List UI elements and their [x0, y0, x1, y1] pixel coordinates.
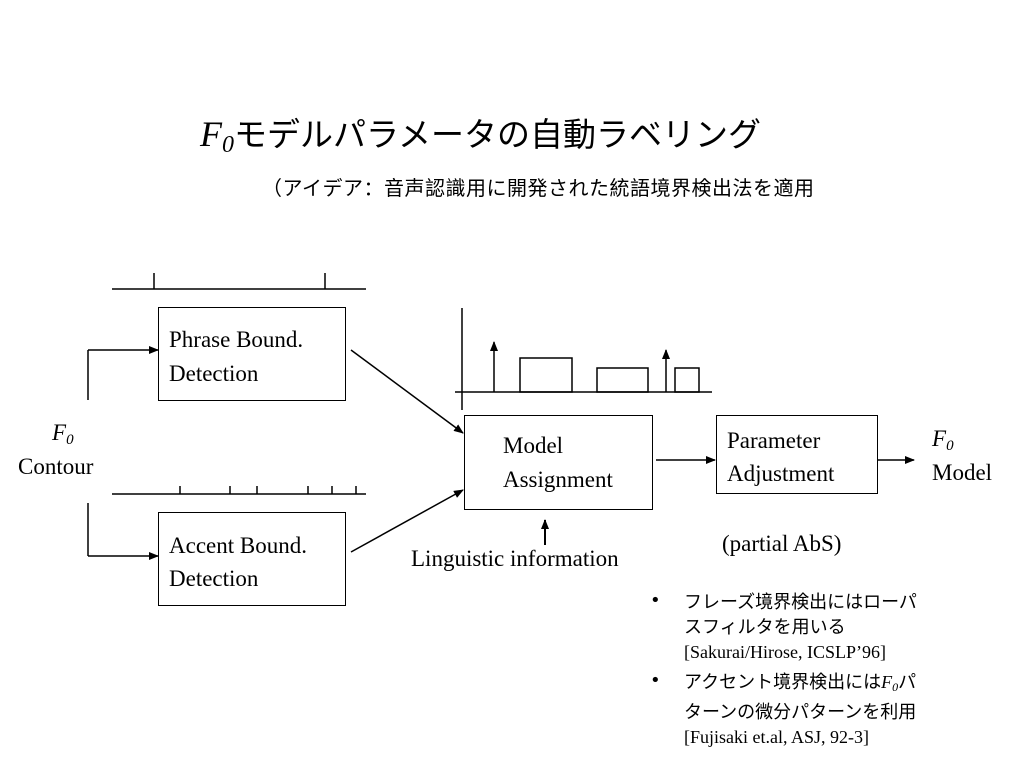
bullet-1-line1: フレーズ境界検出にはローパ	[684, 592, 917, 613]
phrase-box-line2: Detection	[169, 361, 259, 386]
phrase-box-line1: Phrase Bound.	[169, 327, 304, 352]
linguistic-information-label: Linguistic information	[411, 546, 619, 571]
model-assignment-box: Model Assignment	[464, 415, 653, 510]
notes-list: • フレーズ境界検出にはローパ スフィルタを用いる [Sakurai/Hiros…	[650, 590, 1020, 755]
accent-box-line2: Detection	[169, 566, 259, 591]
page-subtitle: （アイデア：音声認識用に開発された統語境界検出法を適用	[262, 176, 815, 200]
list-item: • アクセント境界検出にはF0パ ターンの微分パターンを利用 [Fujisaki…	[650, 670, 1020, 749]
param-box-line1: Parameter	[727, 428, 821, 453]
bullet-icon: •	[650, 670, 661, 691]
title-text: モデルパラメータの自動ラベリング	[234, 115, 762, 154]
model-box-line1: Model	[503, 433, 564, 458]
param-box-line2: Adjustment	[727, 461, 835, 486]
phrase-detection-box: Phrase Bound. Detection	[158, 307, 346, 401]
phrase-command-sketch	[112, 273, 366, 290]
partial-abs-label: (partial AbS)	[722, 531, 842, 556]
input-contour-label: Contour	[18, 454, 94, 479]
bullet-1-reference: [Sakurai/Hirose, ICSLP’96]	[684, 642, 886, 662]
title-f0: F0	[200, 114, 234, 158]
bullet-icon: •	[650, 590, 661, 611]
output-f0-label: F0	[932, 426, 954, 454]
bullet-2-line1: アクセント境界検出にはF0パ	[684, 672, 917, 694]
accent-boundary-sketch	[112, 486, 366, 495]
parameter-adjustment-box: Parameter Adjustment	[716, 415, 878, 494]
output-model-label: Model	[932, 460, 993, 485]
bullet-2-line2: ターンの微分パターンを利用	[684, 702, 917, 723]
accent-detection-box: Accent Bound. Detection	[158, 512, 346, 606]
command-model-sketch	[455, 308, 712, 410]
model-box-line2: Assignment	[503, 467, 613, 492]
accent-box-line1: Accent Bound.	[169, 533, 307, 558]
list-item: • フレーズ境界検出にはローパ スフィルタを用いる [Sakurai/Hiros…	[650, 590, 1020, 664]
bullet-1-line2: スフィルタを用いる	[684, 617, 846, 638]
page-title: F0モデルパラメータの自動ラベリング	[200, 108, 761, 159]
input-branch-arrows	[87, 346, 159, 560]
input-f0-label: F0	[52, 420, 74, 448]
detection-to-model-arrows	[350, 349, 464, 553]
bullet-2-reference: [Fujisaki et.al, ASJ, 92-3]	[684, 727, 869, 747]
